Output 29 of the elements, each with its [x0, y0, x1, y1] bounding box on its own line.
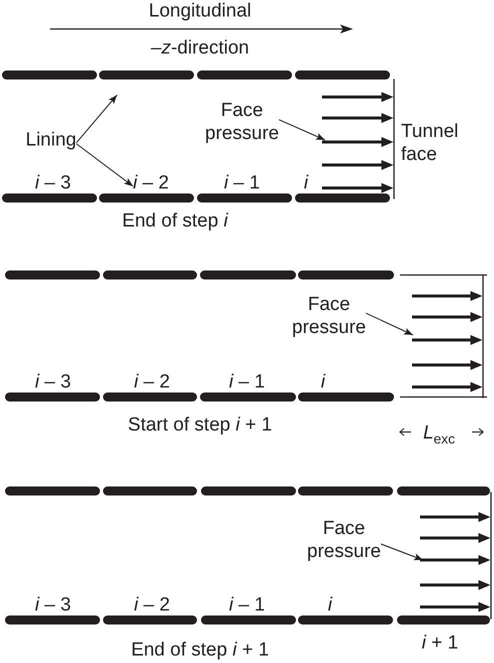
step-caption: End of step i + 1: [131, 640, 269, 660]
dimension-label: L$_{exc}$: [423, 422, 455, 444]
segment-label: i – 3: [35, 594, 71, 616]
step-caption: End of step i: [122, 210, 228, 232]
leader-arrow: [76, 94, 118, 144]
segment-label: i – 3: [35, 372, 71, 392]
segment-label: i – 3: [35, 172, 71, 194]
segment-label: i: [320, 372, 326, 392]
leader-arrow: [380, 544, 424, 560]
segment-label: i: [304, 172, 308, 194]
segment-label: i – 2: [134, 594, 170, 616]
leader-arrow: [278, 119, 326, 140]
step-caption: Start of step i + 1: [128, 414, 272, 436]
segment-label: i – 2: [133, 172, 169, 194]
leader-arrow: [76, 143, 134, 187]
segment-label: i – 1: [224, 172, 260, 194]
segment-label: i: [328, 594, 332, 616]
callout-label: Face pressure: [307, 517, 381, 563]
callout-label: Face pressure: [292, 293, 366, 339]
segment-label: i – 1: [229, 372, 265, 392]
callout-label: Lining: [26, 128, 76, 152]
direction-label: Longitudinal: [148, 0, 252, 22]
segment-label: i + 1: [422, 632, 458, 654]
leader-arrow: [365, 312, 414, 336]
segment-label: i – 2: [134, 372, 170, 392]
face-label: Tunnel face: [401, 120, 458, 166]
segment-label: i – 1: [229, 594, 265, 616]
direction-label: –z-direction: [150, 38, 250, 58]
callout-label: Face pressure: [205, 98, 279, 144]
